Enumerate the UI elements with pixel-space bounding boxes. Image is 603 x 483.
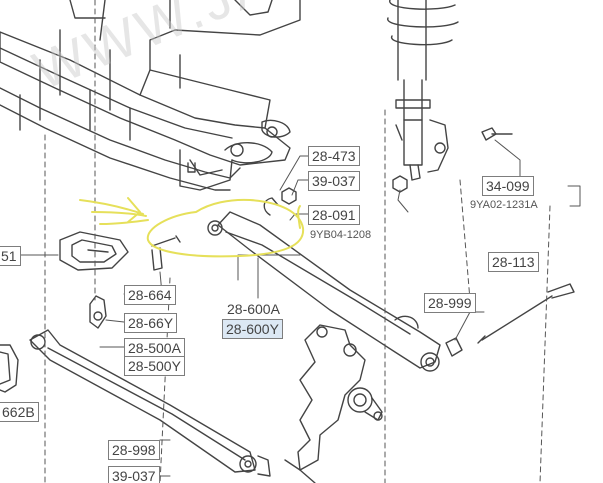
bushing-icon <box>89 197 279 329</box>
nut-icon <box>187 162 463 357</box>
trailing-link <box>207 211 441 372</box>
spring-seat <box>0 231 129 393</box>
part-label-28-091[interactable]: 28-091 <box>308 205 360 225</box>
part-label-28-664[interactable]: 28-664 <box>124 285 176 305</box>
reference-lines <box>44 0 551 483</box>
bolt-icon <box>151 127 575 344</box>
part-label-51[interactable]: 51 <box>0 246 21 266</box>
diagram-code-9yb04: 9YB04-1208 <box>310 229 372 241</box>
part-label-28-473[interactable]: 28-473 <box>308 146 360 166</box>
part-label-28-998[interactable]: 28-998 <box>108 440 160 460</box>
part-label-28-113[interactable]: 28-113 <box>488 252 539 272</box>
crossmember <box>0 0 301 191</box>
part-label-662b[interactable]: 662B <box>0 402 39 422</box>
shock-absorber <box>387 0 459 181</box>
highlight-mark <box>79 197 305 258</box>
part-label-39-037-top[interactable]: 39-037 <box>308 171 360 191</box>
part-label-28-500a[interactable]: 28-500A <box>124 338 185 358</box>
diagram-code-9ya02: 9YA02-1231A <box>470 199 538 211</box>
part-label-34-099[interactable]: 34-099 <box>482 176 534 196</box>
part-label-28-66y[interactable]: 28-66Y <box>124 313 178 333</box>
part-label-28-600y[interactable]: 28-600Y <box>222 319 283 339</box>
part-label-28-999[interactable]: 28-999 <box>424 293 476 313</box>
part-label-39-037-bottom[interactable]: 39-037 <box>108 466 160 483</box>
part-label-28-500y[interactable]: 28-500Y <box>124 356 185 376</box>
knuckle <box>284 324 383 483</box>
part-label-28-600a[interactable]: 28-600A <box>227 301 280 317</box>
